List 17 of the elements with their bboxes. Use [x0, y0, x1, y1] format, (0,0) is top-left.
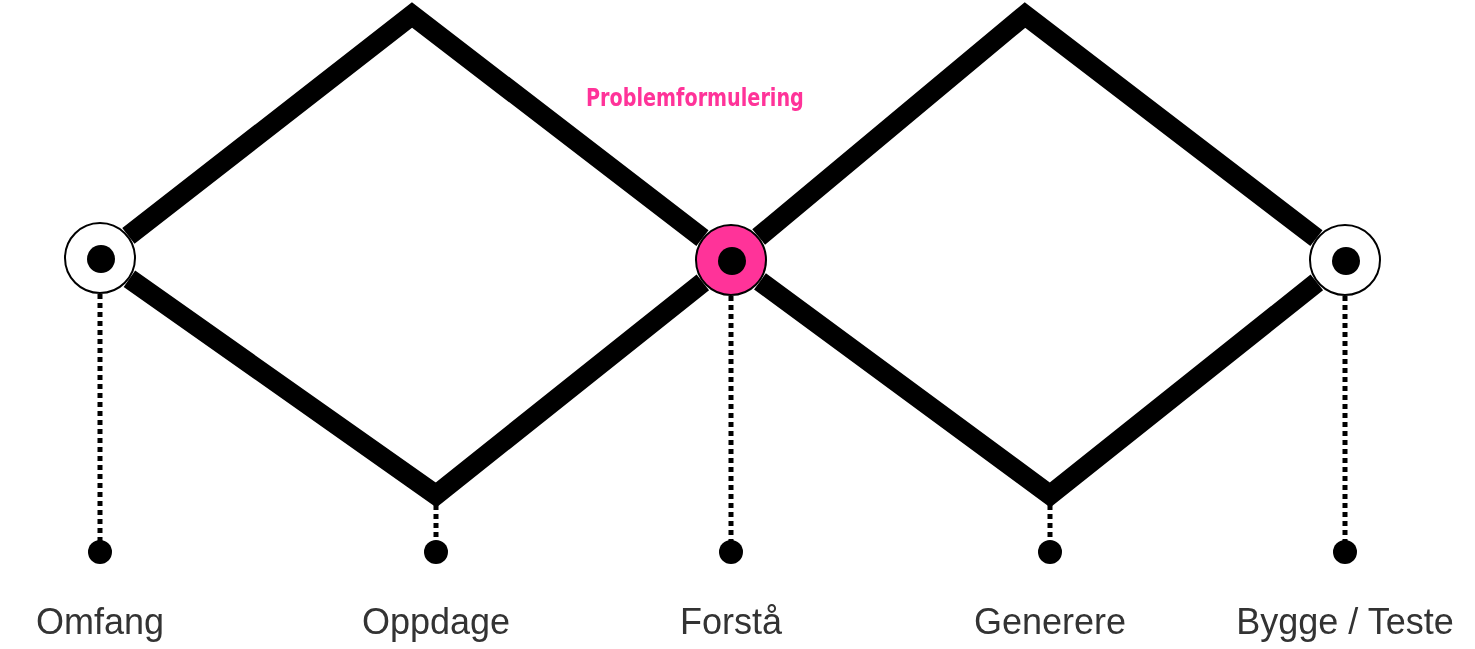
diamond-line — [754, 273, 1324, 508]
dotted-leader-line — [424, 505, 448, 564]
ring-node — [64, 222, 136, 294]
stage-label: Generere — [920, 552, 1180, 644]
stage-label: Omfang — [0, 552, 230, 644]
diamond-line — [123, 270, 710, 508]
ring-node — [1309, 224, 1381, 296]
diamond-line — [752, 2, 1323, 247]
stage-label: Forstå — [601, 552, 861, 644]
diamond-line — [122, 2, 709, 246]
dotted-leader-line — [1038, 505, 1062, 564]
dotted-leader-line — [88, 294, 112, 564]
dotted-leader-line — [719, 296, 743, 564]
phase-label: Problemformulering — [586, 84, 804, 112]
stage-label: Oppdage — [306, 552, 566, 644]
dotted-leader-line — [1333, 296, 1357, 564]
stage-label: Bygge / Teste — [1215, 552, 1475, 644]
